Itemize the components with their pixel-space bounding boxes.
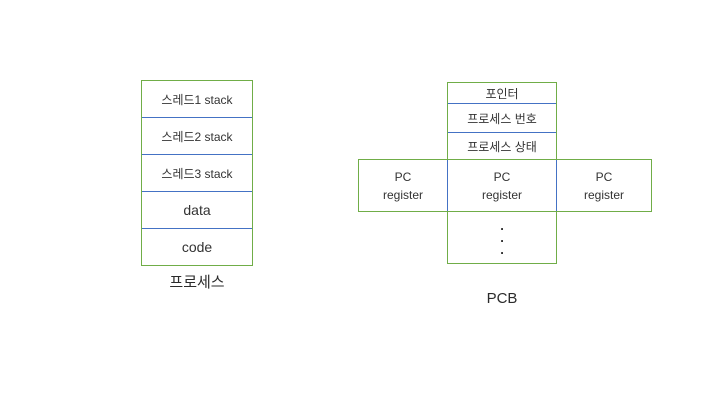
- pc-register-line2: register: [583, 187, 624, 202]
- pcb-caption: PCB: [486, 290, 518, 307]
- pc-register-cell-right: PC register: [557, 160, 651, 211]
- process-row-thread1-stack: 스레드1 stack: [161, 92, 233, 107]
- pcb-row-process-state: 프로세스 상태: [448, 132, 556, 159]
- pc-register-cell-middle: PC register: [447, 160, 557, 211]
- pcb-row-process-number: 프로세스 번호: [448, 103, 556, 132]
- process-caption: 프로세스: [169, 274, 225, 291]
- pc-register-line1: PC: [493, 169, 511, 184]
- pc-register-line2: register: [382, 187, 423, 202]
- process-row-code: code: [142, 228, 252, 265]
- ellipsis-dot: .: [500, 217, 504, 233]
- process-row-data: data: [142, 191, 252, 228]
- pc-register-line2: register: [481, 187, 522, 202]
- pc-register-cell-left: PC register: [359, 160, 447, 211]
- ellipsis-dot: .: [500, 241, 504, 257]
- pcb-row-pointer: 포인터: [485, 86, 519, 101]
- pcb-register-row: PC register PC register PC register: [358, 159, 652, 212]
- process-row-thread3-stack: 스레드3 stack: [142, 154, 252, 191]
- pcb-ellipsis-box: . . .: [447, 212, 557, 264]
- ellipsis-dot: .: [500, 229, 504, 245]
- pc-register-line1: PC: [595, 169, 613, 184]
- process-row-thread2-stack: 스레드2 stack: [142, 117, 252, 154]
- pc-register-line1: PC: [394, 169, 412, 184]
- pcb-header-box: 포인터 프로세스 번호 프로세스 상태: [447, 82, 557, 159]
- process-memory-box: 스레드1 stack 스레드2 stack 스레드3 stack data co…: [141, 80, 253, 266]
